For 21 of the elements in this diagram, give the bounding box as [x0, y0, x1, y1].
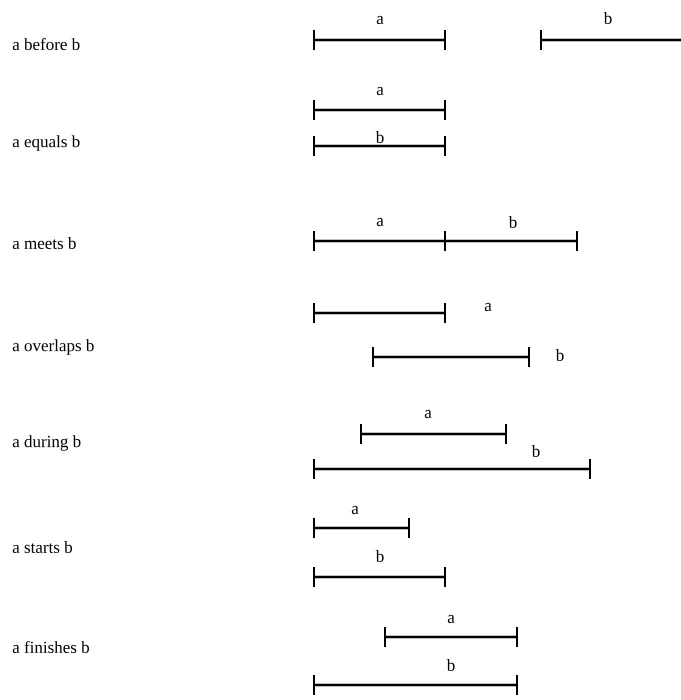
interval-label: a — [424, 410, 432, 418]
relation-label: a equals b — [12, 135, 80, 151]
interval-label: a — [376, 86, 384, 96]
interval-label: a — [376, 218, 384, 226]
interval-label: a — [352, 506, 359, 514]
relation-label: a during b — [12, 435, 80, 451]
relation-label: a starts b — [12, 541, 72, 553]
relation-label: a overlaps b — [12, 339, 94, 355]
interval-label: a — [484, 302, 492, 312]
interval-label: b — [376, 131, 384, 143]
relation-label: a finishes b — [12, 640, 89, 654]
interval-label: a — [448, 614, 455, 624]
interval-label: b — [532, 445, 540, 457]
interval-label: b — [508, 216, 517, 228]
interval-label: b — [446, 659, 455, 671]
relation-label: a before b — [12, 38, 80, 50]
interval-label: b — [376, 550, 384, 562]
interval-label: b — [556, 349, 564, 361]
interval-label: b — [604, 12, 612, 24]
interval-label: a — [376, 16, 384, 24]
relation-label: a meets b — [12, 237, 76, 249]
